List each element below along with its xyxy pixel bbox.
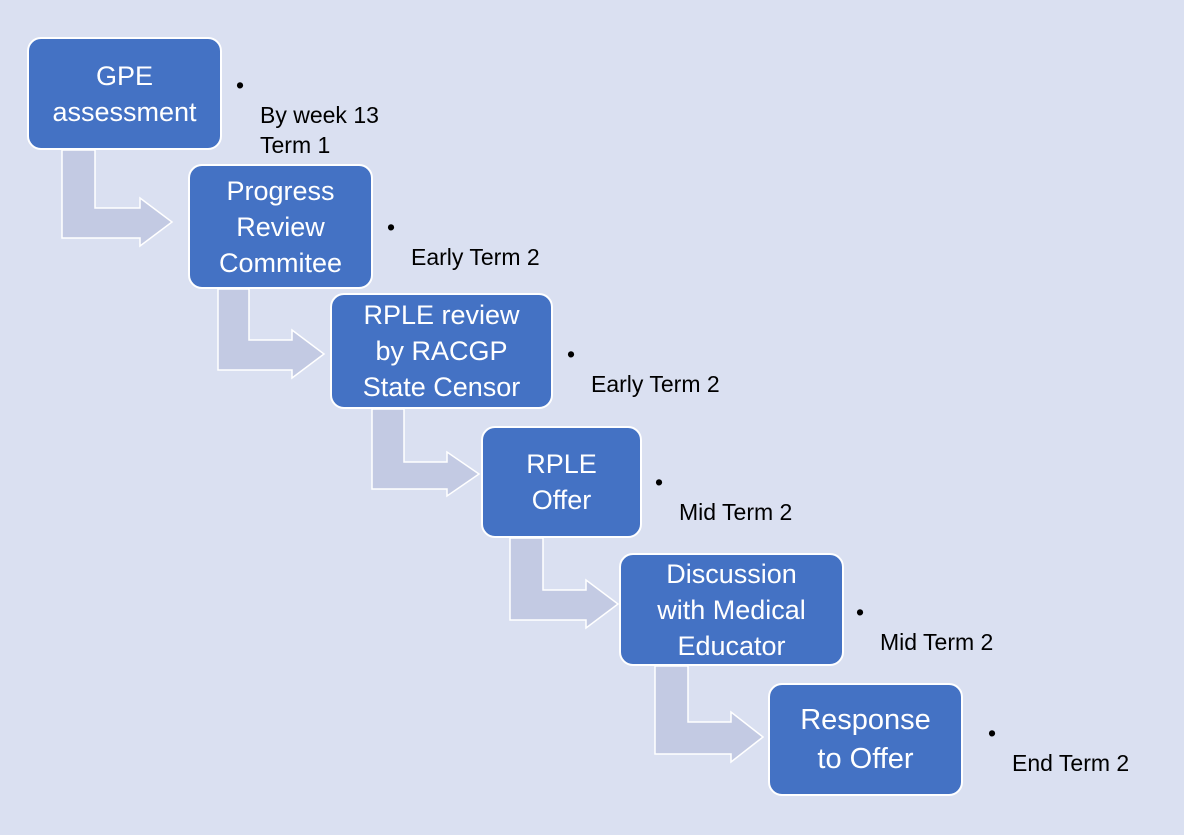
connector-arrow-4-5: [509, 537, 620, 630]
step-timing-6: • End Term 2: [988, 718, 1129, 778]
step-timing-2: • Early Term 2: [387, 212, 540, 272]
step-rple-review: RPLE review by RACGP State Censor: [330, 293, 553, 409]
step-rple-offer: RPLE Offer: [481, 426, 642, 538]
connector-arrow-5-6: [654, 665, 765, 764]
timing-text: Mid Term 2: [880, 629, 994, 655]
connector-arrow-2-3: [217, 288, 326, 380]
timing-text: By week 13 Term 1: [260, 102, 379, 158]
bullet-icon: •: [655, 469, 664, 495]
step-progress-review-committee: Progress Review Commitee: [188, 164, 373, 289]
bullet-icon: •: [236, 72, 245, 98]
step-timing-4: • Mid Term 2: [655, 467, 792, 527]
step-timing-5: • Mid Term 2: [856, 597, 993, 657]
step-gpe-assessment: GPE assessment: [27, 37, 222, 150]
connector-arrow-3-4: [371, 408, 481, 498]
bullet-icon: •: [387, 214, 396, 240]
timing-text: Mid Term 2: [679, 499, 793, 525]
timing-text: Early Term 2: [591, 371, 720, 397]
bullet-icon: •: [856, 599, 865, 625]
timing-text: Early Term 2: [411, 244, 540, 270]
timing-text: End Term 2: [1012, 750, 1130, 776]
bullet-icon: •: [567, 341, 576, 367]
connector-arrow-1-2: [61, 149, 174, 248]
bullet-icon: •: [988, 720, 997, 746]
step-response-to-offer: Response to Offer: [768, 683, 963, 796]
step-timing-1: • By week 13 Term 1: [236, 70, 379, 160]
step-timing-3: • Early Term 2: [567, 339, 720, 399]
step-discussion-medical-educator: Discussion with Medical Educator: [619, 553, 844, 666]
